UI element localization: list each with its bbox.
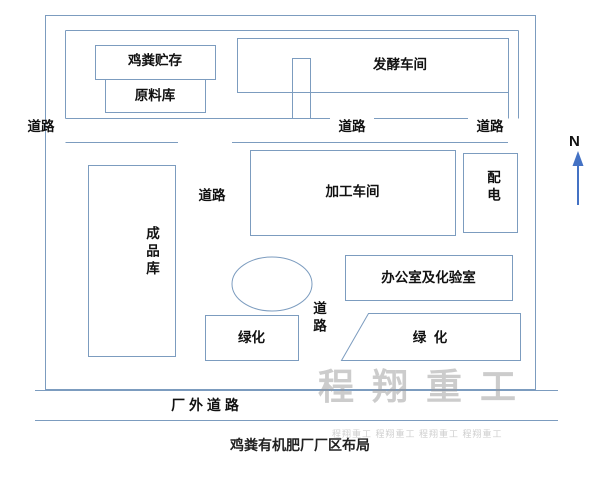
raw-material-box (105, 79, 206, 113)
roundabout (231, 256, 313, 312)
outer-boundary (45, 15, 536, 390)
outer-road-lines (35, 390, 558, 421)
watermark-small-text: 程翔重工 程翔重工 程翔重工 程翔重工 (332, 429, 503, 439)
processing-box (250, 150, 456, 236)
label-road-vertical: 道路 (311, 301, 326, 336)
label-road-right: 道路 (476, 119, 504, 134)
label-outer-road: 厂 外 道 路 (171, 397, 239, 413)
office-lab-box (345, 255, 513, 301)
green-left-box (205, 315, 299, 361)
label-finished-product: 成品库 (144, 226, 159, 279)
diagram-caption: 鸡粪有机肥厂厂区布局 (230, 437, 370, 453)
finished-product-box (88, 165, 176, 357)
label-power: 配电 (485, 170, 500, 205)
green-right-area (340, 313, 521, 361)
power-box (463, 153, 518, 233)
label-road-left: 道路 (27, 119, 55, 134)
fermentation-box (237, 38, 509, 93)
label-green-left: 绿化 (238, 330, 265, 345)
label-green-right: 绿 化 (412, 330, 448, 345)
fermentation-notch (292, 58, 311, 119)
north-arrow-icon (572, 151, 584, 205)
label-fermentation: 发酵车间 (373, 57, 427, 72)
label-office-lab: 办公室及化验室 (381, 270, 476, 285)
north-label: N (569, 133, 580, 150)
label-processing: 加工车间 (325, 184, 380, 199)
label-manure-storage: 鸡粪贮存 (128, 53, 182, 68)
label-road-mid: 道路 (198, 188, 226, 203)
label-raw-material: 原料库 (134, 88, 176, 103)
label-road-center: 道路 (338, 119, 366, 134)
inner-road-top (65, 30, 519, 119)
watermark-text: 程翔重工 (318, 366, 535, 407)
